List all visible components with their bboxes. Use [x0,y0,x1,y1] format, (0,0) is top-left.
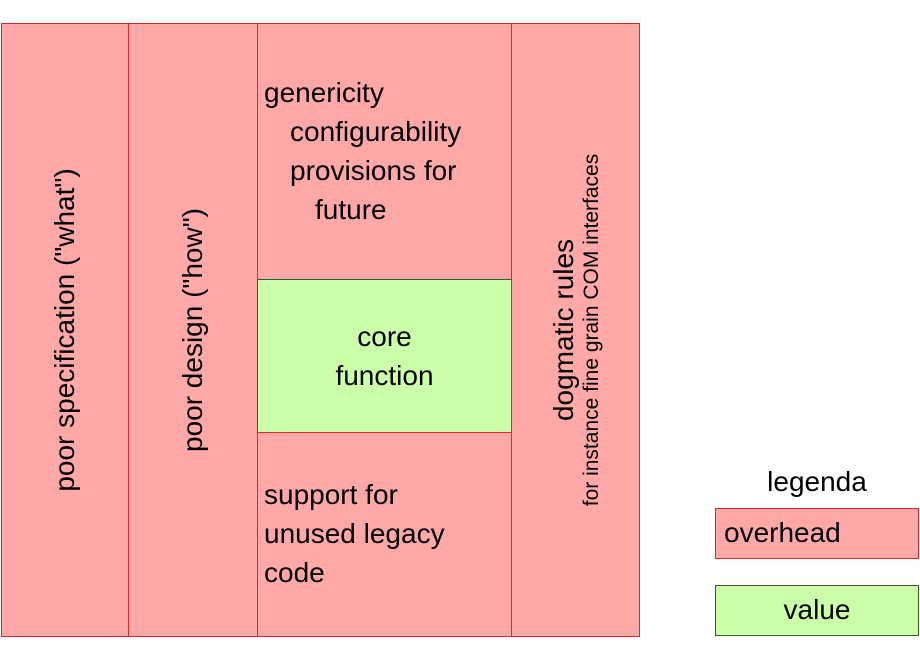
legend-value: value [715,585,919,636]
legacy-line-3: code [264,557,325,588]
legend-overhead-label: overhead [724,517,841,548]
poor-design-block: poor design ("how") [128,23,258,637]
poor-specification-label: poor specification ("what") [48,168,80,492]
core-function-line-1: core [357,321,412,352]
genericity-line-1: genericity [264,77,384,108]
core-function-line-2: function [335,360,434,391]
legend-value-label: value [783,594,851,625]
legacy-block: support for unused legacy code [257,432,512,637]
genericity-block: genericity configurability provisions fo… [257,23,512,280]
core-function-block: core function [257,279,512,433]
genericity-line-4: future [315,194,387,225]
poor-design-label: poor design ("how") [176,207,208,453]
dogmatic-rules-text: dogmatic rules for instance fine grain C… [547,154,603,507]
legend-overhead: overhead [715,508,919,559]
legacy-line-2: unused legacy [264,518,445,549]
legacy-line-1: support for [264,479,398,510]
genericity-line-2: configurability [290,116,462,147]
dogmatic-rules-title: dogmatic rules [547,238,579,422]
dogmatic-rules-subtitle: for instance fine grain COM interfaces [579,153,603,507]
genericity-line-3: provisions for [290,155,457,186]
dogmatic-rules-block: dogmatic rules for instance fine grain C… [511,23,640,637]
poor-specification-block: poor specification ("what") [1,23,129,637]
legend-title: legenda [767,466,867,497]
